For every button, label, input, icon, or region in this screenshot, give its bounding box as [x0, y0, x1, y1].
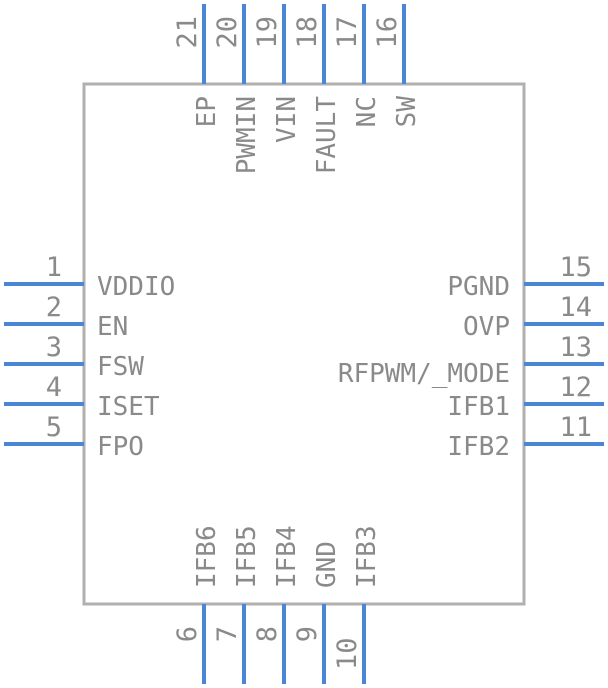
- pin-number: 9: [292, 626, 323, 642]
- pin-number: 3: [46, 332, 62, 363]
- pin-19: 19 VIN: [252, 4, 302, 143]
- pin-name: IFB6: [192, 525, 222, 588]
- right-pin-group: 15 PGND 14 OVP 13 RFPWM/_MODE 12 IFB1 11…: [338, 252, 604, 462]
- pin-number: 10: [332, 637, 363, 670]
- pin-name: IFB5: [232, 525, 262, 588]
- pin-name: OVP: [463, 312, 510, 342]
- pin-number: 14: [559, 292, 592, 323]
- pin-name: IFB1: [447, 392, 510, 422]
- pin-name: EN: [97, 312, 128, 342]
- pin-6: 6 IFB6: [172, 525, 222, 684]
- pin-number: 20: [212, 16, 243, 49]
- pin-number: 12: [559, 372, 592, 403]
- pin-name: ISET: [97, 392, 160, 422]
- pin-2: 2 EN: [4, 292, 128, 342]
- pin-13: 13 RFPWM/_MODE: [338, 332, 604, 389]
- pin-number: 18: [292, 16, 323, 49]
- pin-21: 21 EP: [172, 4, 222, 127]
- pin-name: PWMIN: [232, 96, 262, 174]
- pin-number: 1: [46, 252, 62, 283]
- pin-5: 5 FPO: [4, 412, 144, 462]
- pin-number: 21: [172, 16, 203, 49]
- pin-number: 13: [559, 332, 592, 363]
- pin-name: EP: [192, 96, 222, 127]
- pin-number: 7: [212, 626, 243, 642]
- pin-10: 10 IFB3: [332, 525, 382, 684]
- ic-body-outline: [82, 82, 526, 606]
- top-pin-group: 21 EP 20 PWMIN 19 VIN 18 FAULT 17 NC 16 …: [172, 4, 422, 174]
- pin-number: 5: [46, 412, 62, 443]
- pin-16: 16 SW: [372, 4, 422, 127]
- pin-name: FPO: [97, 432, 144, 462]
- pin-20: 20 PWMIN: [212, 4, 262, 174]
- pin-name: IFB3: [352, 525, 382, 588]
- pin-number: 19: [252, 16, 283, 49]
- pin-name: IFB2: [447, 432, 510, 462]
- pin-8: 8 IFB4: [252, 525, 302, 684]
- pin-9: 9 GND: [292, 541, 342, 684]
- pin-4: 4 ISET: [4, 372, 160, 422]
- pin-name: FSW: [97, 352, 144, 382]
- pin-name: VIN: [272, 96, 302, 143]
- pin-12: 12 IFB1: [447, 372, 604, 422]
- pin-number: 4: [46, 372, 62, 403]
- pin-number: 17: [332, 16, 363, 49]
- pin-name: FAULT: [312, 96, 342, 175]
- pin-number: 2: [46, 292, 62, 323]
- pin-name: SW: [392, 96, 422, 128]
- bottom-pin-group: 6 IFB6 7 IFB5 8 IFB4 9 GND 10 IFB3: [172, 525, 382, 684]
- pin-number: 16: [372, 16, 403, 49]
- pin-18: 18 FAULT: [292, 4, 342, 174]
- left-pin-group: 1 VDDIO 2 EN 3 FSW 4 ISET 5 FPO: [4, 252, 175, 462]
- pin-number: 15: [559, 252, 592, 283]
- pin-name: GND: [312, 541, 342, 588]
- pin-11: 11 IFB2: [447, 412, 604, 462]
- pin-name: PGND: [447, 272, 510, 302]
- pin-name: IFB4: [272, 525, 302, 588]
- pin-number: 6: [172, 626, 203, 642]
- pin-15: 15 PGND: [447, 252, 604, 302]
- pin-name: NC: [352, 96, 382, 127]
- pin-3: 3 FSW: [4, 332, 144, 382]
- pin-name: RFPWM/_MODE: [338, 359, 510, 389]
- pin-7: 7 IFB5: [212, 525, 262, 684]
- pin-name: VDDIO: [97, 272, 175, 302]
- pin-1: 1 VDDIO: [4, 252, 175, 302]
- pin-number: 11: [559, 412, 592, 443]
- pin-number: 8: [252, 626, 283, 642]
- pin-17: 17 NC: [332, 4, 382, 127]
- pin-14: 14 OVP: [463, 292, 604, 342]
